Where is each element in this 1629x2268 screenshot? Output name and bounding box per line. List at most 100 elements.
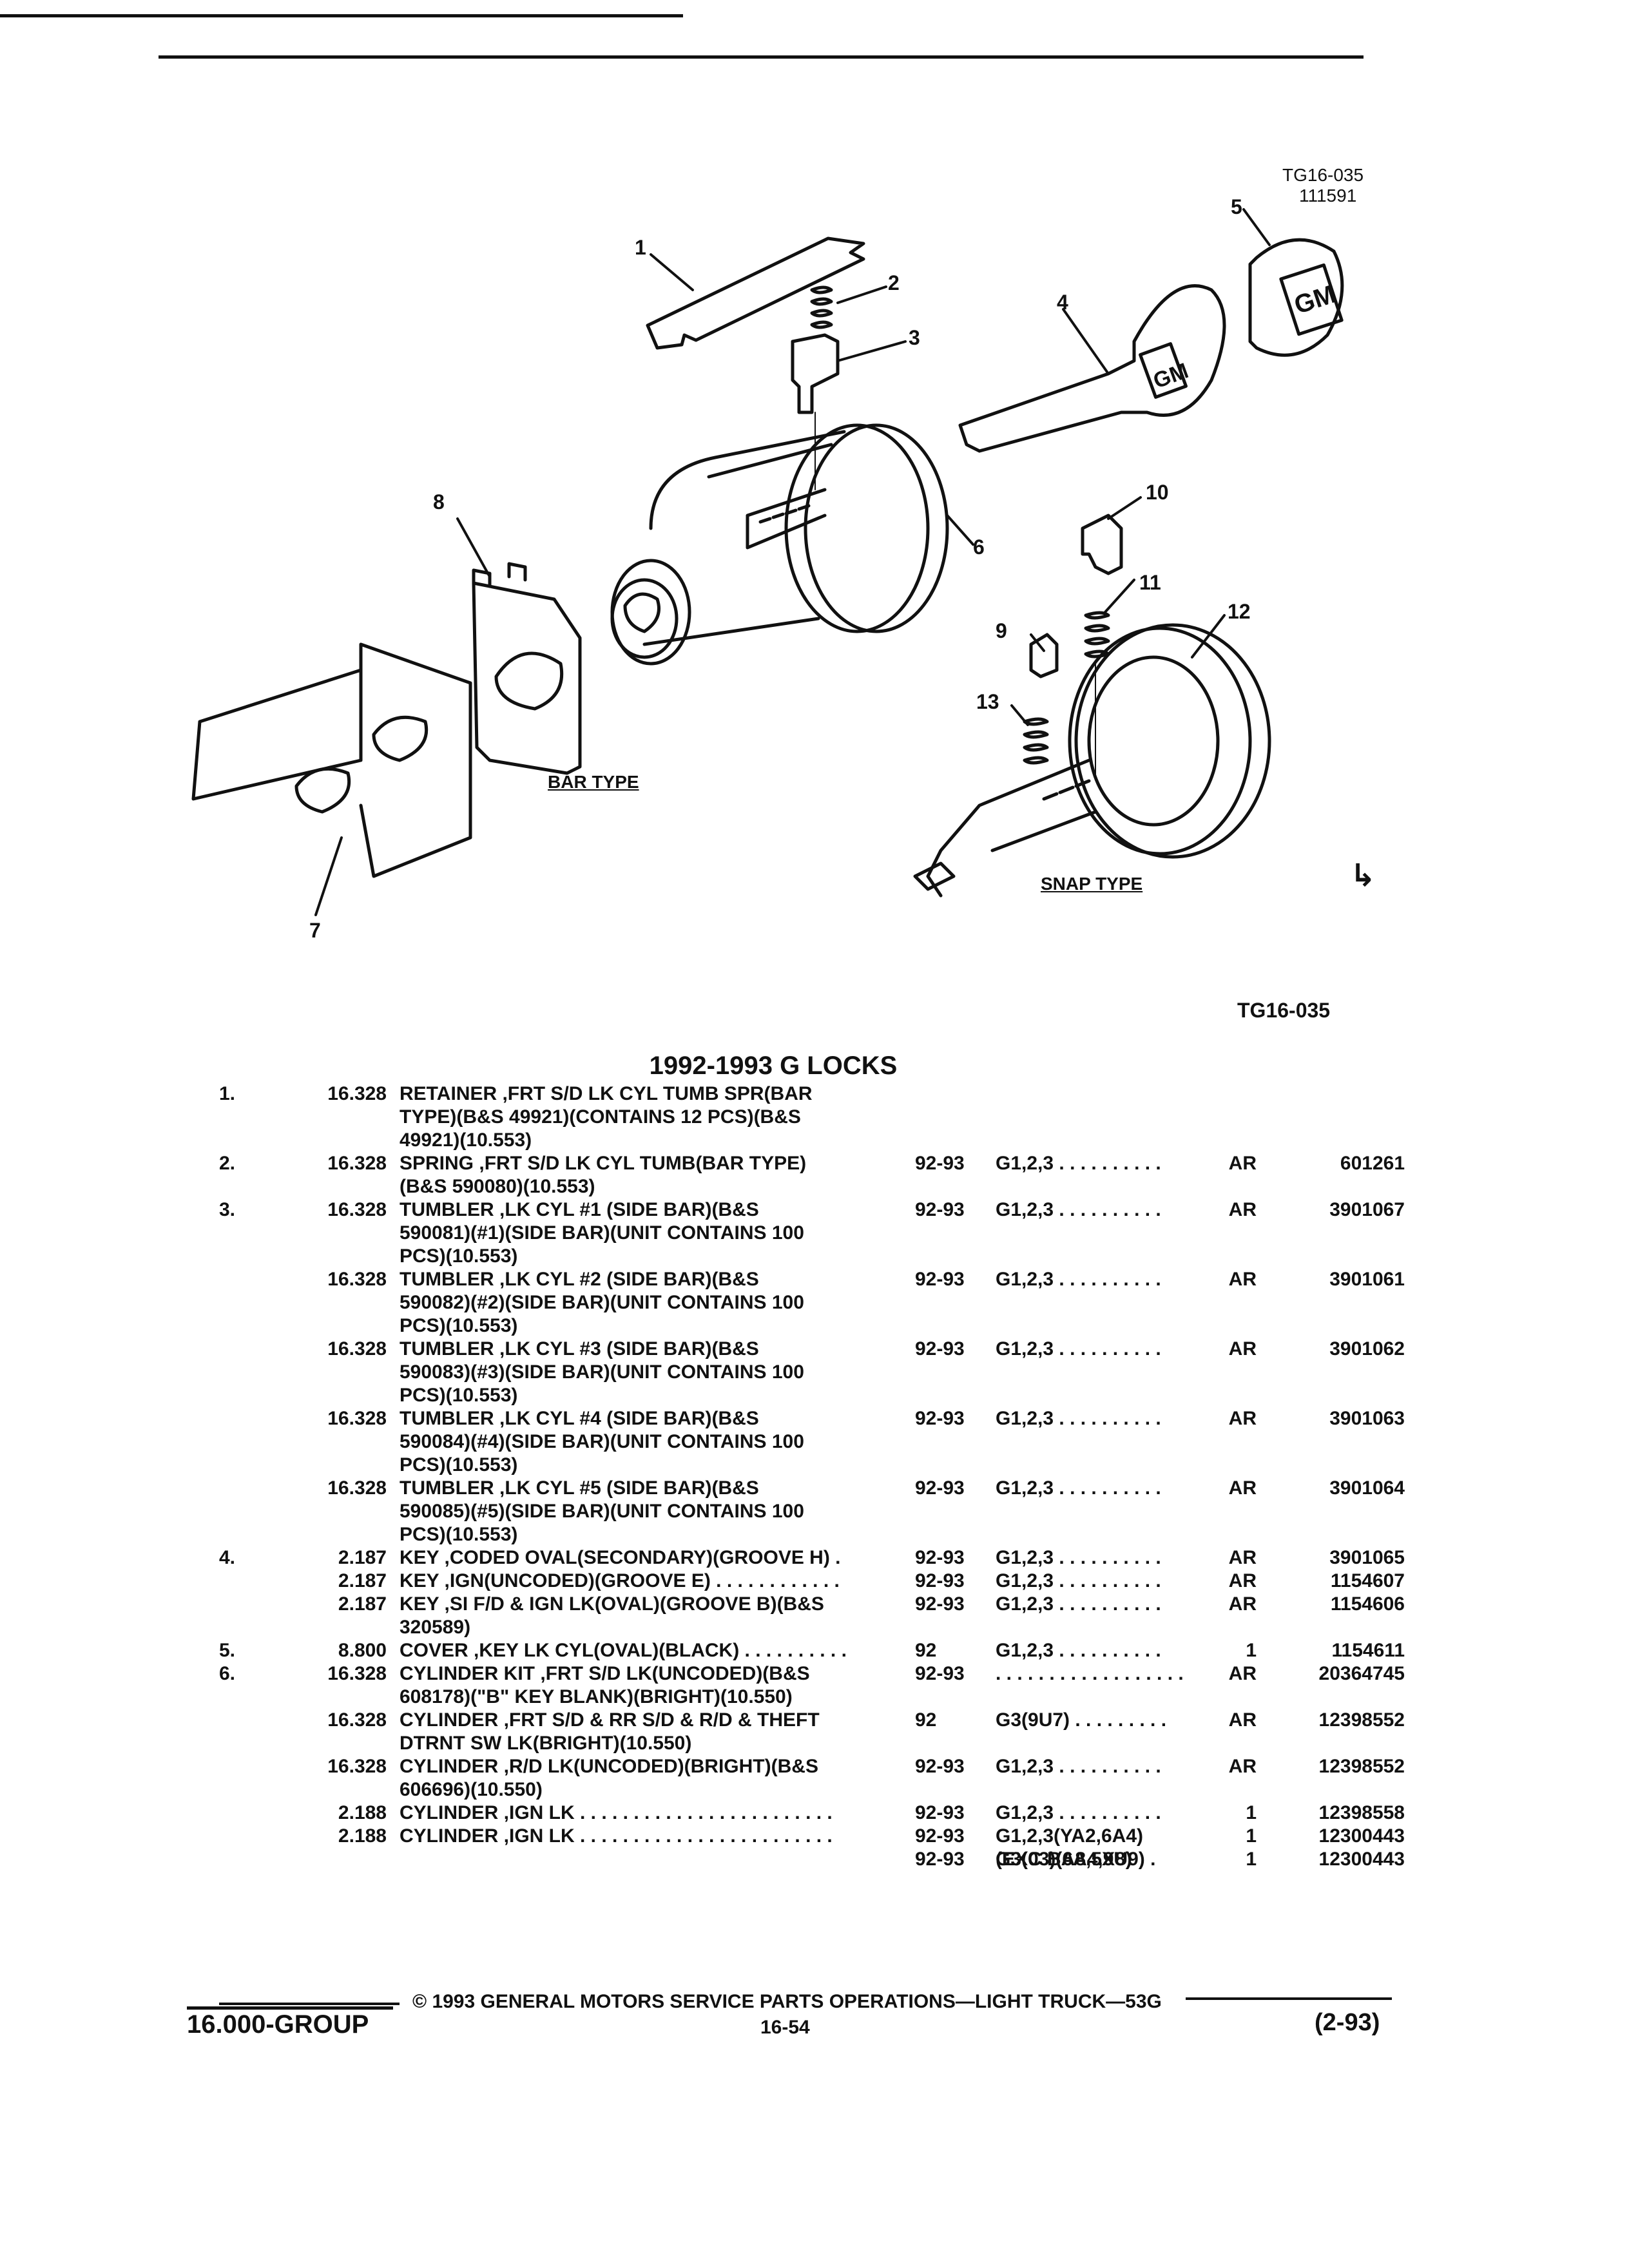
model-year: 92-93 <box>915 1153 965 1174</box>
model-year: 92-93 <box>915 1802 965 1823</box>
group-number: 16.328 <box>327 1709 387 1731</box>
ref-9: 9 <box>996 619 1007 642</box>
model-series: G1,2,3 . . . . . . . . . . <box>996 1640 1161 1661</box>
part-number: 1154607 <box>1330 1570 1405 1591</box>
item-number: 2. <box>219 1153 236 1174</box>
part-number: 1154611 <box>1331 1640 1405 1661</box>
model-series: . . . . . . . . . . . . . . . . . . <box>996 1663 1184 1684</box>
model-year: 92-93 <box>915 1477 965 1499</box>
part-number: 12398552 <box>1318 1756 1405 1777</box>
quantity: AR <box>1228 1153 1257 1174</box>
model-series: G1,2,3 . . . . . . . . . . <box>996 1570 1161 1591</box>
part-number: 3901063 <box>1329 1408 1405 1429</box>
quantity: 1 <box>1246 1825 1257 1847</box>
ref-7: 7 <box>309 919 321 942</box>
quantity: AR <box>1228 1663 1257 1684</box>
model-year: 92-93 <box>915 1269 965 1290</box>
model-year: 92-93 <box>915 1849 965 1870</box>
part-number: 601261 <box>1340 1153 1405 1174</box>
quantity: 1 <box>1246 1802 1257 1823</box>
ref-4: 4 <box>1057 291 1068 314</box>
model-series: G1,2,3 . . . . . . . . . . <box>996 1199 1161 1220</box>
model-series: G1,2,3 . . . . . . . . . . <box>996 1477 1161 1499</box>
top-rule-long <box>159 55 1364 59</box>
part-description: TUMBLER ,LK CYL #5 (SIDE BAR)(B&S 590085… <box>400 1477 804 1545</box>
footer-rule-bottom <box>187 2006 393 2010</box>
group-number: 2.187 <box>338 1547 387 1568</box>
model-series: G1,2,3 . . . . . . . . . . <box>996 1269 1161 1290</box>
group-number: 16.328 <box>327 1756 387 1777</box>
part-description: KEY ,SI F/D & IGN LK(OVAL)(GROOVE B)(B&S… <box>400 1593 824 1638</box>
figure-number: 111591 <box>1299 186 1357 206</box>
snap-type-label: SNAP TYPE <box>1041 874 1143 894</box>
ref-13: 13 <box>976 690 999 713</box>
group-number: 2.188 <box>338 1825 387 1847</box>
key-cover-part <box>1248 238 1344 357</box>
item-number: 5. <box>219 1640 236 1661</box>
part-description: COVER ,KEY LK CYL(OVAL)(BLACK) . . . . .… <box>400 1640 847 1661</box>
quantity: 1 <box>1246 1640 1257 1661</box>
model-series: G1,2,3 . . . . . . . . . . <box>996 1756 1161 1777</box>
table-row: 16.328 TUMBLER ,LK CYL #5 (SIDE BAR)(B&S … <box>219 1477 1418 1568</box>
quantity: AR <box>1228 1269 1257 1290</box>
ref-12: 12 <box>1228 600 1251 623</box>
group-number: 16.328 <box>327 1083 387 1104</box>
model-series: G1,2,3 . . . . . . . . . . <box>996 1338 1161 1360</box>
quantity: AR <box>1228 1547 1257 1568</box>
retainer-bar-part <box>646 236 865 350</box>
group-number: 16.328 <box>327 1477 387 1499</box>
quantity: AR <box>1228 1408 1257 1429</box>
footer-rule-left <box>219 2003 400 2005</box>
bar-type-plate-part <box>472 562 582 775</box>
top-rule-short <box>0 14 683 17</box>
ref-8: 8 <box>433 490 445 514</box>
item-number: 4. <box>219 1547 236 1568</box>
ref-6: 6 <box>973 535 985 559</box>
snap-spring-part <box>1084 611 1110 658</box>
bracket-part <box>191 642 472 878</box>
cover-logo: GM <box>1291 280 1339 320</box>
group-number: 2.187 <box>338 1570 387 1591</box>
ref-1: 1 <box>635 236 646 259</box>
quantity: AR <box>1228 1756 1257 1777</box>
bar-type-label: BAR TYPE <box>548 772 639 792</box>
quantity: AR <box>1228 1593 1257 1615</box>
model-year: 92-93 <box>915 1570 965 1591</box>
footer-rule-right <box>1186 1997 1392 2000</box>
model-year: 92 <box>915 1640 937 1661</box>
model-series: G1,2,3 . . . . . . . . . . <box>996 1547 1161 1568</box>
ref-3: 3 <box>909 326 920 349</box>
leader-lines <box>314 208 1271 916</box>
part-number: 3901062 <box>1329 1338 1405 1360</box>
model-year: 92-93 <box>915 1338 965 1360</box>
model-year: 92-93 <box>915 1593 965 1615</box>
part-number: 1154606 <box>1330 1593 1405 1615</box>
footer-copyright: © 1993 GENERAL MOTORS SERVICE PARTS OPER… <box>412 1991 1162 2012</box>
part-description: TUMBLER ,LK CYL #2 (SIDE BAR)(B&S 590082… <box>400 1269 804 1336</box>
model-series: G1,2,3(YA2,6A4) (EXC BA8,5X8) <box>996 1825 1144 1870</box>
ref-5: 5 <box>1231 195 1242 218</box>
model-year: 92-93 <box>915 1547 965 1568</box>
part-number: 3901061 <box>1329 1269 1405 1290</box>
ref-10: 10 <box>1146 481 1169 504</box>
part-description: CYLINDER ,IGN LK . . . . . . . . . . . .… <box>400 1825 833 1847</box>
group-number: 2.188 <box>338 1802 387 1823</box>
group-number: 16.328 <box>327 1269 387 1290</box>
part-number: 12398558 <box>1318 1802 1405 1823</box>
part-number: 20364745 <box>1318 1663 1405 1684</box>
quantity: AR <box>1228 1709 1257 1731</box>
key-part <box>958 284 1226 453</box>
ref-2: 2 <box>888 271 900 294</box>
part-number: 12300443 <box>1318 1825 1405 1847</box>
quantity: AR <box>1228 1477 1257 1499</box>
lock-cylinder-part <box>610 423 949 666</box>
figure-code-bottom: TG16-035 <box>1237 999 1331 1022</box>
model-year: 92-93 <box>915 1199 965 1220</box>
